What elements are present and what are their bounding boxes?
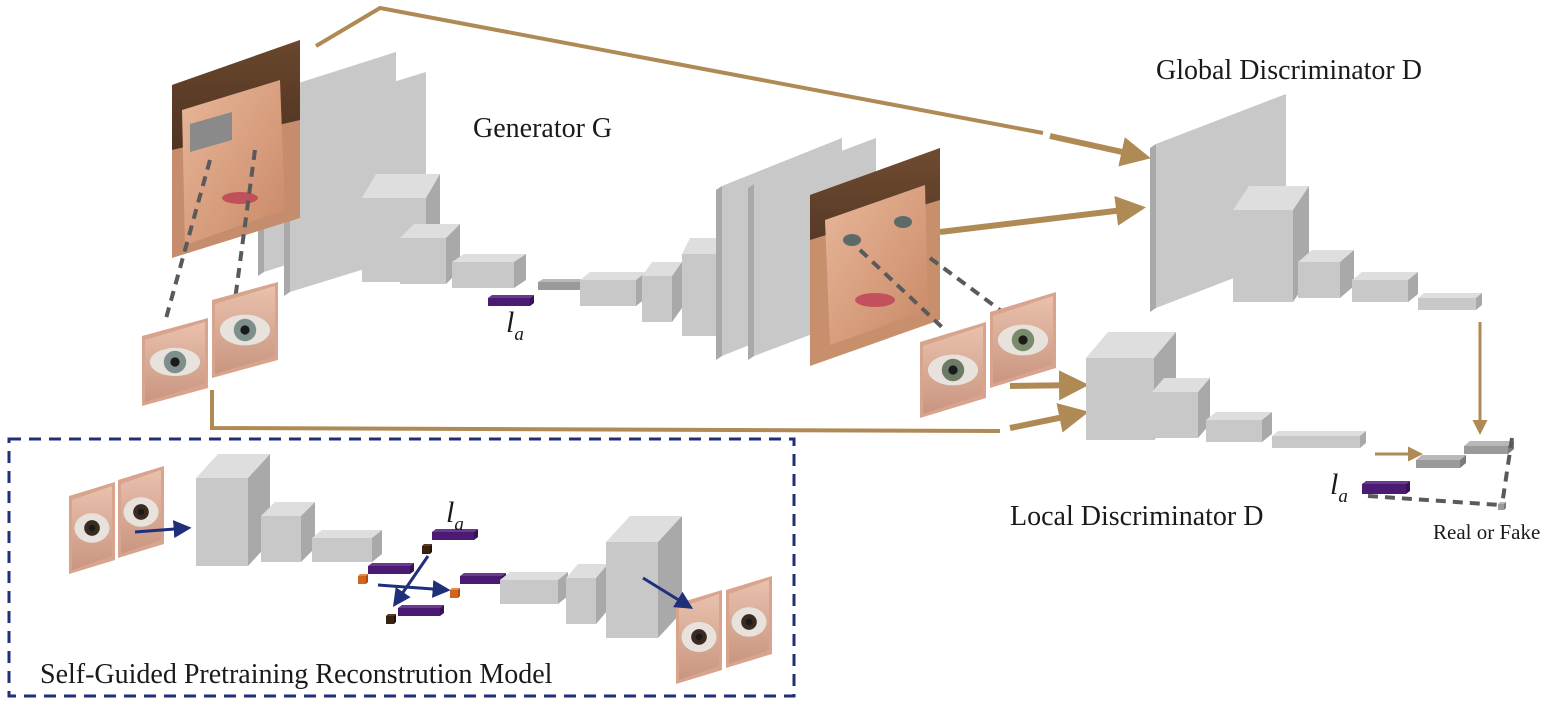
output-vector-1 bbox=[1416, 455, 1466, 468]
local-disc-block-3 bbox=[1206, 412, 1272, 442]
global-discriminator-label: Global Discriminator D bbox=[1156, 55, 1422, 86]
pretrain-input-arrow bbox=[134, 520, 192, 539]
eye-mask-region bbox=[190, 112, 232, 152]
local-attr-code bbox=[1362, 481, 1410, 494]
pretrain-dark-code-2 bbox=[386, 614, 396, 624]
output-lips bbox=[855, 293, 895, 307]
pretrain-attr-label: la bbox=[446, 496, 464, 535]
output-dash-left bbox=[858, 248, 947, 332]
generator-enc-block-4 bbox=[400, 224, 460, 284]
eyes-to-local-arrow bbox=[1009, 370, 1089, 401]
pretrain-enc-block-2 bbox=[261, 502, 315, 562]
generator-bottleneck bbox=[538, 279, 585, 290]
pretrain-orange-code-2 bbox=[450, 588, 460, 598]
dashed-guide-lines bbox=[163, 149, 1514, 507]
global-disc-block-5 bbox=[1418, 293, 1482, 310]
local-disc-block-4 bbox=[1272, 431, 1366, 448]
output-right-eye bbox=[894, 216, 912, 228]
pretrain-code-top-2 bbox=[432, 529, 478, 540]
pretrain-input-eye-left bbox=[69, 482, 115, 574]
pretrain-dark-code-1 bbox=[422, 544, 432, 554]
eye-patches bbox=[69, 282, 1056, 684]
generator-dec-block-2 bbox=[642, 262, 682, 322]
brown-connection-lines bbox=[210, 5, 1488, 462]
input-eye-left bbox=[142, 318, 208, 406]
output-vector-2 bbox=[1464, 441, 1514, 454]
pretrain-code-bot-2 bbox=[398, 605, 444, 616]
global-disc-block-4 bbox=[1352, 272, 1418, 302]
input-eyes-to-local-line bbox=[210, 390, 1001, 433]
pretraining-arrows bbox=[134, 520, 694, 609]
pretrain-code-bot-1 bbox=[460, 573, 506, 584]
label-to-real-fake-dash bbox=[1367, 494, 1501, 507]
output-eye-right bbox=[990, 292, 1056, 388]
pretrain-output-eye-right bbox=[726, 576, 772, 668]
pretrain-dec-block-1 bbox=[500, 572, 568, 604]
generator-label: Generator G bbox=[473, 113, 612, 144]
generator-enc-block-5 bbox=[452, 254, 526, 288]
input-face-image bbox=[172, 40, 300, 258]
pretrain-enc-layer-1 bbox=[196, 454, 270, 566]
pretrain-orange-code-1 bbox=[358, 574, 368, 584]
output-to-global-arrow bbox=[939, 195, 1146, 235]
input-eyes-to-local-arrow bbox=[1009, 403, 1089, 433]
input-to-global-arrow bbox=[1049, 133, 1151, 167]
pretrain-output-arrow bbox=[642, 576, 694, 609]
global-disc-block-2 bbox=[1233, 186, 1309, 302]
generator-attr-code bbox=[488, 295, 534, 306]
generator-dec-block-1 bbox=[580, 272, 646, 306]
pretrain-code-top-1 bbox=[368, 563, 414, 574]
input-lips bbox=[222, 192, 258, 204]
output-dash-right bbox=[928, 256, 1002, 312]
input-dash-right bbox=[233, 149, 257, 301]
output-left-eye bbox=[843, 234, 861, 246]
output-branch-dash bbox=[1500, 437, 1514, 506]
pretrain-output-eye-left bbox=[676, 590, 722, 684]
swap-arrow-down bbox=[392, 555, 430, 607]
pretrain-enc-block-3 bbox=[312, 530, 382, 562]
real-or-fake-label: Real or Fake bbox=[1433, 520, 1540, 544]
generator-attr-label: la bbox=[506, 306, 524, 345]
input-eye-right bbox=[212, 282, 278, 378]
pretrain-input-eye-right bbox=[118, 466, 164, 558]
input-to-global-line bbox=[314, 5, 1044, 135]
local-discriminator-label: Local Discriminator D bbox=[1010, 501, 1263, 532]
local-attr-label: la bbox=[1330, 468, 1348, 507]
swap-arrow-right bbox=[377, 579, 451, 598]
global-disc-block-3 bbox=[1298, 250, 1354, 298]
local-disc-block-2 bbox=[1152, 378, 1210, 438]
pretrain-dec-block-2 bbox=[566, 564, 608, 624]
input-dash-left bbox=[163, 159, 212, 323]
output-node bbox=[1498, 502, 1506, 510]
pretraining-model-label: Self-Guided Pretraining Reconstrution Mo… bbox=[40, 659, 553, 690]
output-eye-left bbox=[920, 322, 986, 418]
